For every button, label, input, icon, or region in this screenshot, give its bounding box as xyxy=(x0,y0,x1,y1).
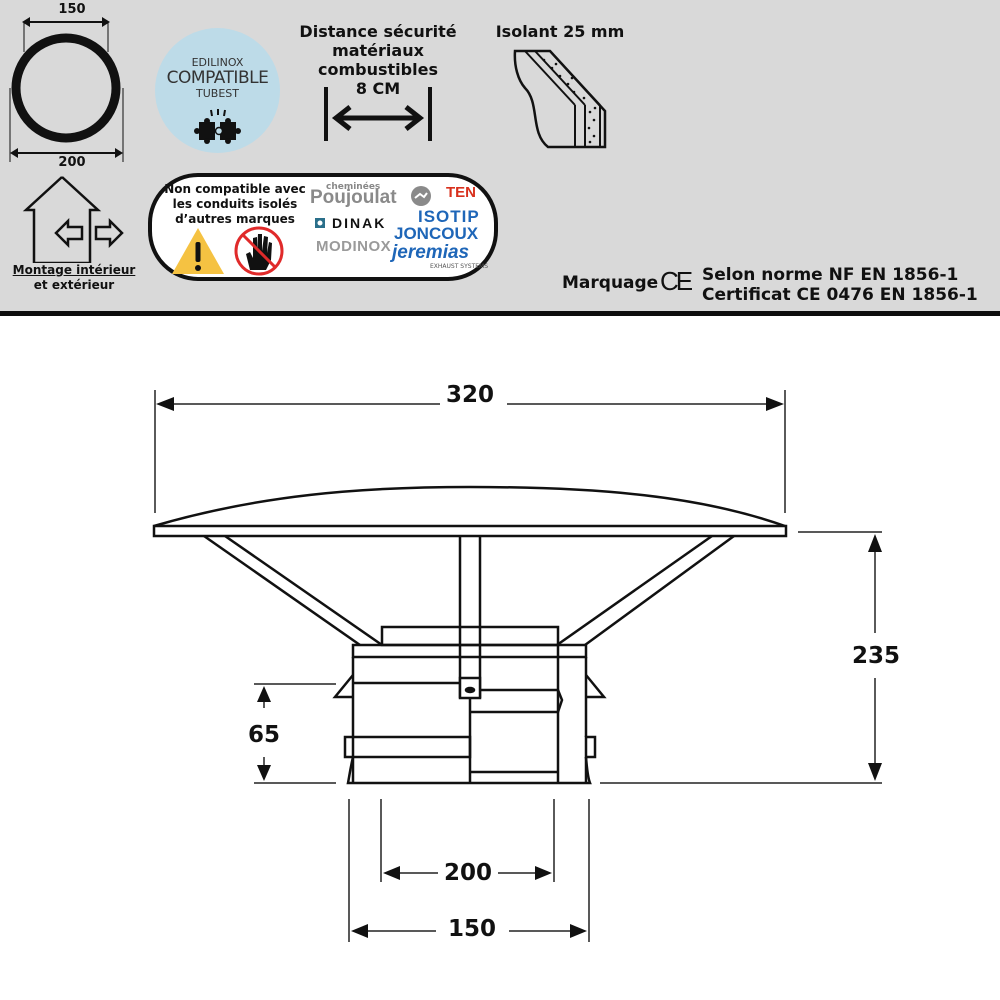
certificate-line: Certificat CE 0476 EN 1856-1 xyxy=(702,285,978,305)
sleeve-height-dimension: 65 xyxy=(248,722,281,748)
insulation-layer-icon xyxy=(513,49,607,149)
safety-title-line3: combustibles xyxy=(318,60,438,79)
warning-prohibited-icons xyxy=(172,226,284,276)
logo-exhaust-systems: EXHAUST SYSTEMS xyxy=(430,263,489,270)
dinak-emblem-icon xyxy=(315,218,325,228)
logo-ten: TEN xyxy=(446,184,476,201)
mounting-line1: Montage intérieur xyxy=(12,263,136,277)
logo-modinox: MODINOX xyxy=(316,238,392,255)
house-mounting-icon xyxy=(22,176,124,263)
prohibited-circle-icon xyxy=(234,226,284,276)
mounting-line2: et extérieur xyxy=(33,278,115,292)
cap-width-dimension: 320 xyxy=(446,382,495,408)
logo-dinak: DINAK xyxy=(332,215,387,231)
logo-poujoulat: Poujoulat xyxy=(310,187,397,208)
insulation-title: Isolant 25 mm xyxy=(495,22,625,41)
pipe-section-icon xyxy=(9,17,124,162)
incompat-line3: d’autres marques xyxy=(175,212,295,226)
puzzle-pieces-icon xyxy=(194,109,241,144)
incompatibility-text: Non compatible avec les conduits isolés … xyxy=(160,182,310,227)
total-height-dimension: 235 xyxy=(852,643,901,669)
logo-isotip: ISOTIP xyxy=(418,207,480,226)
certification-text: Selon norme NF EN 1856-1 Certificat CE 0… xyxy=(702,265,978,305)
header-divider xyxy=(0,311,1000,316)
logo-cheminees: cheminées xyxy=(326,182,381,192)
pipe-inner-diameter-label: 150 xyxy=(58,2,86,17)
edilinox-compatible-badge: EDILINOX COMPATIBLE TUBEST xyxy=(155,28,280,153)
marquage-label: Marquage xyxy=(562,273,659,293)
badge-compatible: COMPATIBLE xyxy=(166,68,269,88)
safety-title-line1: Distance sécurité xyxy=(299,22,457,41)
incompat-line2: les conduits isolés xyxy=(172,197,298,211)
diameter-200-dimension: 200 xyxy=(444,860,493,886)
mounting-label: Montage intérieur et extérieur xyxy=(0,263,148,293)
safety-distance-value: 8 CM xyxy=(355,79,401,98)
badge-brand: EDILINOX xyxy=(191,56,244,69)
ce-mark-icon: CE xyxy=(660,266,693,296)
safety-title-line2: matériaux xyxy=(332,41,424,60)
distance-arrow-icon xyxy=(324,87,432,141)
badge-tubest: TUBEST xyxy=(196,87,239,100)
norme-line: Selon norme NF EN 1856-1 xyxy=(702,265,959,285)
poujoulat-emblem-icon xyxy=(411,186,431,206)
logo-jeremias: jeremias xyxy=(392,242,470,263)
pipe-outer-diameter-label: 200 xyxy=(58,155,86,170)
logo-joncoux: JONCOUX xyxy=(394,224,479,243)
incompat-line1: Non compatible avec xyxy=(164,182,306,196)
diameter-150-dimension: 150 xyxy=(448,916,497,942)
safety-distance-title: Distance sécurité matériaux combustibles… xyxy=(283,22,473,98)
